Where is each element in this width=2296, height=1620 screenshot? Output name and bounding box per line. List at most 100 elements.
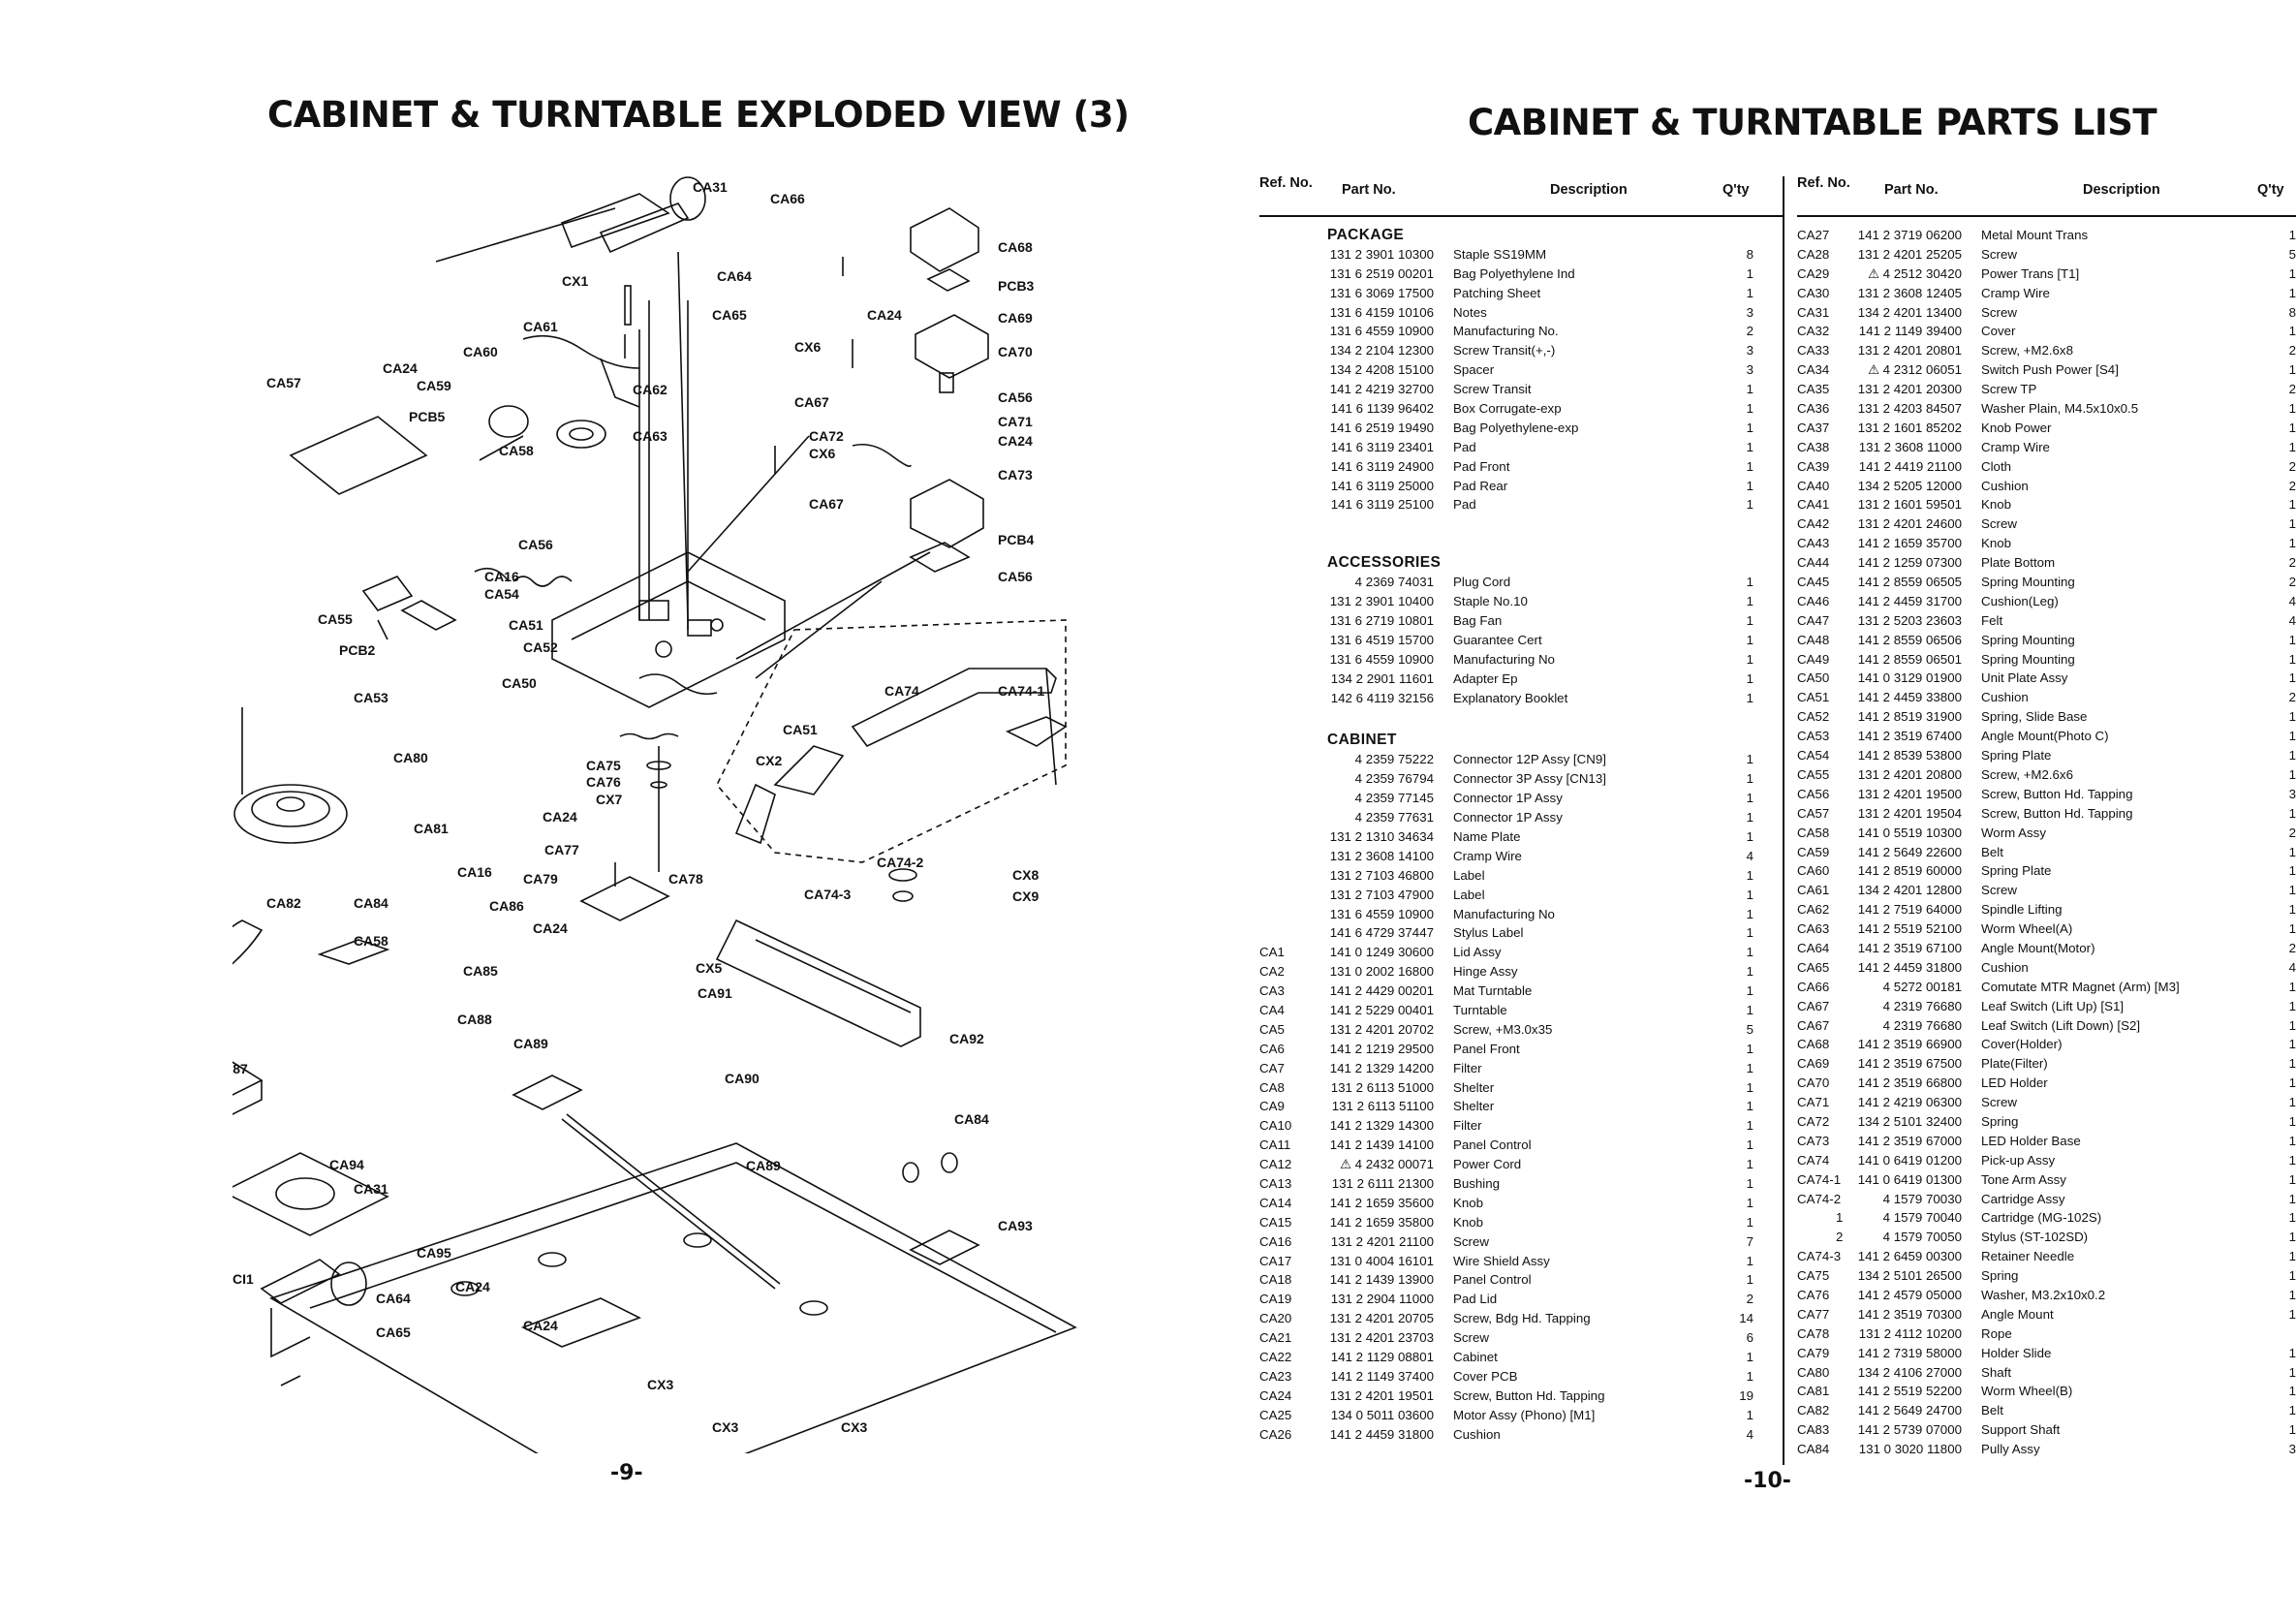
cell-description: Panel Control — [1453, 1137, 1532, 1153]
cell-qty: 1 — [1746, 1272, 1753, 1288]
cell-qty: 1 — [2288, 1037, 2296, 1052]
callout: CA24 — [543, 809, 577, 825]
cell-description: Turntable — [1453, 1002, 1507, 1017]
cell-part-no: 141 2 5229 00401 — [1329, 1002, 1434, 1017]
cell-ref: CA79 — [1797, 1345, 1830, 1360]
cell-qty: 1 — [1746, 887, 1753, 902]
cell-part-no: 141 2 7319 58000 — [1857, 1345, 1962, 1360]
cell-part-no: 141 2 3719 06200 — [1857, 228, 1962, 242]
page-title-parts-list: CABINET & TURNTABLE PARTS LIST — [1468, 102, 2157, 143]
section-gap — [1259, 514, 1783, 553]
callout: CA85 — [463, 963, 498, 979]
cell-ref: CA57 — [1797, 805, 1830, 821]
cell-qty: 1 — [2288, 228, 2296, 242]
section-heading: CABINET — [1327, 732, 1397, 749]
cell-qty: 1 — [1746, 594, 1753, 609]
cell-ref: CA68 — [1797, 1037, 1830, 1052]
cell-ref: CA20 — [1259, 1311, 1292, 1326]
cell-qty: 1 — [2288, 420, 2296, 435]
cell-description: Leaf Switch (Lift Up) [S1] — [1981, 998, 2125, 1013]
cell-ref: CA31 — [1797, 304, 1830, 320]
cell-qty: 1 — [1746, 752, 1753, 767]
cell-part-no: 131 2 1601 59501 — [1857, 497, 1962, 513]
cell-description: Screw — [1981, 246, 2017, 262]
cell-part-no: 141 0 5519 10300 — [1857, 825, 1962, 840]
callout: CA92 — [949, 1031, 984, 1046]
cell-part-no: 141 2 1149 37400 — [1330, 1368, 1434, 1384]
cell-part-no: 131 2 3608 14100 — [1329, 848, 1434, 863]
callout: CA24 — [998, 433, 1033, 449]
cell-part-no: 134 2 4106 27000 — [1857, 1364, 1962, 1380]
cell-ref: CA12 — [1259, 1157, 1292, 1172]
callout: CA61 — [523, 319, 558, 334]
cell-part-no: ⚠ 4 2312 06051 — [1868, 362, 1962, 378]
callout: CA94 — [329, 1157, 364, 1172]
cell-ref: CA62 — [1797, 902, 1830, 918]
cell-qty: 3 — [2288, 1442, 2296, 1457]
cell-qty: 3 — [1746, 362, 1753, 378]
cell-description: Worm Wheel(A) — [1981, 921, 2073, 937]
cell-ref: 1 — [1836, 1210, 1844, 1226]
cell-qty: 1 — [2288, 1152, 2296, 1168]
cell-part-no: 141 2 8519 60000 — [1857, 863, 1962, 879]
cell-ref: CA48 — [1797, 632, 1830, 647]
cell-part-no: 131 2 3901 10400 — [1329, 594, 1434, 609]
page-title-exploded-view: CABINET & TURNTABLE EXPLODED VIEW (3) — [267, 94, 1130, 136]
cell-qty: 1 — [2288, 1171, 2296, 1187]
cell-description: Screw, Button Hd. Tapping — [1981, 786, 2133, 801]
exploded-view-diagram: CA31 CA66 CA68 CX1 CA64 PCB3 CA65 CA24 C… — [233, 176, 1077, 1453]
cell-qty: 1 — [2288, 1345, 2296, 1360]
callout: CA89 — [746, 1158, 781, 1173]
cell-description: Cushion — [1981, 478, 2029, 493]
header-ref: Ref. No. — [1259, 175, 1313, 191]
cell-ref: CA41 — [1797, 497, 1830, 513]
cell-qty: 1 — [2288, 1364, 2296, 1380]
cell-part-no: 131 2 4201 19504 — [1857, 805, 1962, 821]
cell-part-no: 134 2 2104 12300 — [1329, 343, 1434, 358]
cell-qty: 8 — [1746, 246, 1753, 262]
page-left: CABINET & TURNTABLE EXPLODED VIEW (3) — [233, 94, 1130, 1485]
callout: CA77 — [544, 842, 579, 857]
cell-description: Spring Mounting — [1981, 632, 2075, 647]
cell-part-no: 141 6 1139 96402 — [1330, 401, 1434, 417]
cell-ref: CA72 — [1797, 1113, 1830, 1129]
cell-qty: 1 — [2288, 1268, 2296, 1284]
cell-ref: CA15 — [1259, 1214, 1292, 1230]
cell-qty: 1 — [1746, 1060, 1753, 1075]
cell-part-no: 131 2 4201 23703 — [1329, 1330, 1434, 1346]
callout: CX3 — [841, 1419, 867, 1435]
callout: CA31 — [693, 179, 728, 195]
table-header: Ref. No. Part No. Description Q'ty — [1259, 176, 1783, 217]
cell-qty: 1 — [2288, 1191, 2296, 1206]
cell-qty: 1 — [1746, 458, 1753, 474]
cell-part-no: 4 1579 70030 — [1882, 1191, 1962, 1206]
cell-ref: CA46 — [1797, 593, 1830, 608]
cell-part-no: 4 2359 77631 — [1354, 810, 1434, 826]
cell-ref: 2 — [1836, 1230, 1844, 1245]
cell-qty: 1 — [2288, 863, 2296, 879]
cell-qty: 1 — [1746, 382, 1753, 397]
cell-ref: CA74-3 — [1797, 1249, 1842, 1264]
cell-qty: 1 — [2288, 1230, 2296, 1245]
cell-description: Worm Assy — [1981, 825, 2046, 840]
cell-description: Spring Mounting — [1981, 575, 2075, 590]
cell-description: Plug Cord — [1453, 575, 1511, 590]
callout: CX3 — [712, 1419, 738, 1435]
cell-part-no: 131 2 6113 51000 — [1330, 1079, 1434, 1095]
cell-part-no: 141 2 4459 33800 — [1857, 690, 1962, 705]
